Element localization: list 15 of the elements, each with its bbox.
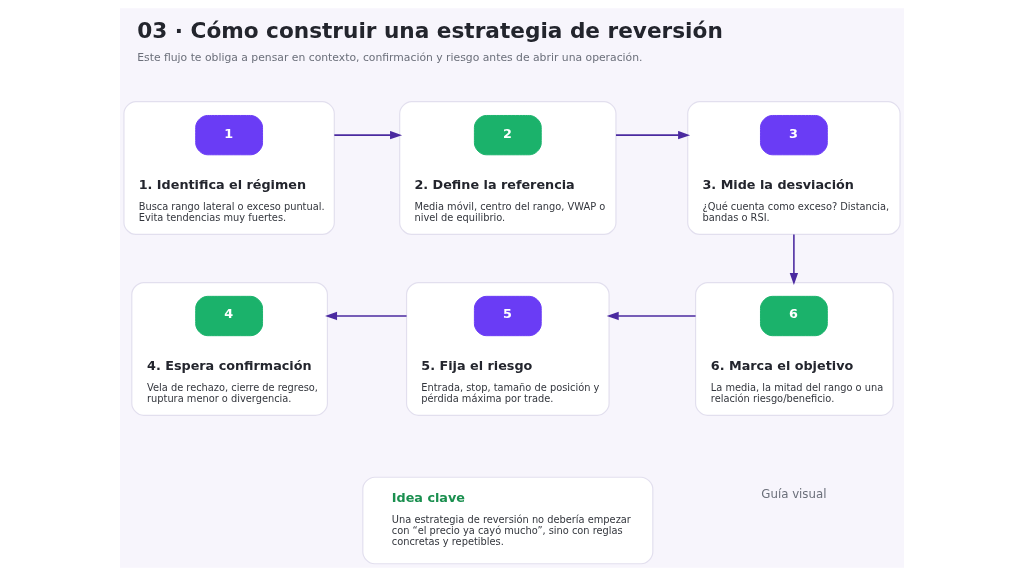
node-box: 3 [760, 115, 828, 156]
diagram-title: 03 · Cómo construir una estrategia de reversión [137, 17, 723, 43]
arrow [333, 130, 403, 140]
node-box: 5 [473, 295, 542, 337]
caption: Este flujo te obliga a pensar en contexto, confirmación y riesgo antes de abrir una operación. [137, 50, 643, 64]
arrow [789, 233, 799, 285]
arrow [615, 130, 691, 140]
arrow [325, 311, 408, 321]
node-box: 6 [760, 295, 828, 337]
node-box: Idea clave Una estrategia de reversión no debería empezar con “el precio ya cayó mucho”, sino con reglas concretas y repetibles. [362, 476, 654, 565]
node-box: 4 [195, 295, 264, 337]
label: Guía visual [761, 486, 827, 501]
node-box: 1 [195, 115, 264, 156]
arrow [606, 311, 697, 321]
node-box: 2 [473, 115, 542, 156]
